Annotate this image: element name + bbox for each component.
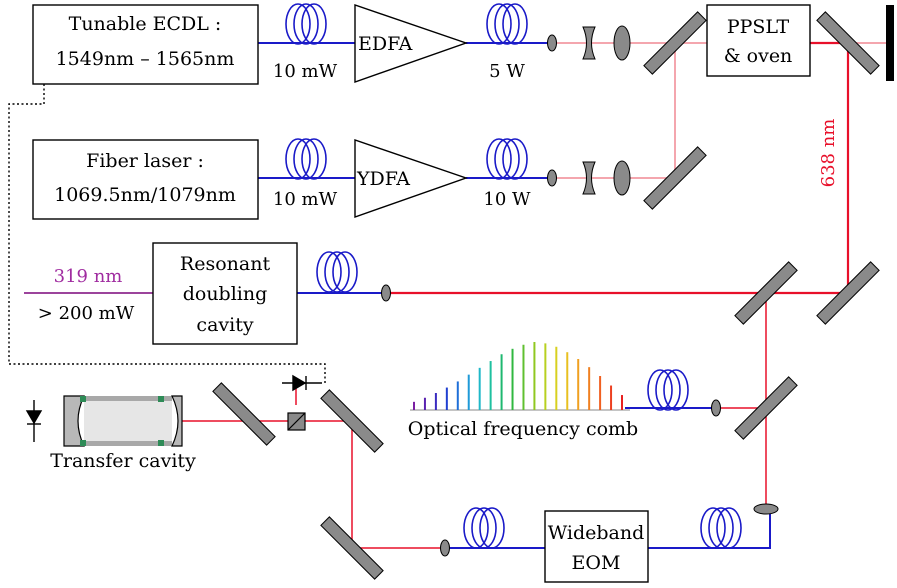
resonant-line3: cavity [196,314,253,336]
ydfa-amplifier: YDFA [354,139,469,218]
fiber-coil-icon [285,138,327,180]
collimator-icon [753,503,779,515]
fiber-laser-box: Fiber laser : 1069.5nm/1079nm [32,139,259,220]
beam-splitter-cube-icon [287,412,306,431]
ecdl-line1: Tunable ECDL : [69,13,222,35]
mirror-icon [320,516,384,580]
mirror-icon [734,261,798,325]
fiber-laser-line2: 1069.5nm/1079nm [54,184,236,206]
comb-spectrum [413,342,623,410]
fiber-laser-line1: Fiber laser : [86,150,204,172]
ydfa-output-power-label: 10 W [483,189,531,210]
collimator-icon [547,34,557,52]
collimator-icon [547,169,557,187]
transfer-cavity [63,395,183,447]
edfa-input-power-label: 10 mW [273,61,338,82]
ydfa-label: YDFA [356,168,410,190]
collimator-icon [711,399,721,417]
edfa-amplifier: EDFA [354,4,469,83]
collimators [381,34,779,557]
resonant-line2: doubling [183,283,268,305]
mirror-icon [212,382,276,446]
mirror-icon [320,389,384,453]
eom-line2: EOM [572,552,621,574]
uv-power-label: > 200 mW [38,303,135,324]
mirrors [212,11,880,580]
transfer-cavity-label: Transfer cavity [50,450,196,472]
photodiode-icon [282,374,322,392]
fiber-coil-icon [486,3,528,45]
eom-box: Wideband EOM [544,510,649,583]
mirror-icon [816,11,880,75]
collimator-icon [440,539,450,557]
edfa-output-power-label: 5 W [489,61,525,82]
concave-lens-icon [582,26,596,60]
cavity-mirror-icon [63,395,85,447]
collimator-icon [381,284,391,302]
fiber-coil-icon [700,507,742,549]
ppslt-line1: PPSLT [727,16,790,38]
convex-lens-icon [613,25,631,61]
eom-line1: Wideband [548,522,645,544]
ecdl-line2: 1549nm – 1565nm [56,48,235,70]
ppslt-line2: & oven [724,45,793,67]
mirror-icon [734,376,798,440]
resonant-line1: Resonant [180,253,271,275]
beam-block-icon [886,5,894,81]
resonant-cavity-box: Resonant doubling cavity [152,242,298,345]
uv-wavelength-label: 319 nm [54,266,123,287]
photodiode-icon [25,400,43,442]
edfa-label: EDFA [358,33,413,55]
fiber-lines [258,42,771,549]
mirror-icon [816,261,880,325]
fiber-coil-icon [463,507,505,549]
mirror-icon [643,11,707,75]
ecdl-box: Tunable ECDL : 1549nm – 1565nm [32,4,259,85]
fiber-coil-icon [285,3,327,45]
comb-label: Optical frequency comb [408,418,638,440]
feedback-line [8,84,326,383]
red-wavelength-label: 638 nm [818,119,839,188]
lenses [582,25,631,196]
mirror-icon [643,146,707,210]
ydfa-input-power-label: 10 mW [273,189,338,210]
concave-lens-icon [582,161,596,195]
cavity-mirror-icon [171,395,183,447]
fiber-coil-icon [647,369,689,411]
convex-lens-icon [613,160,631,196]
ppslt-box: PPSLT & oven [706,4,811,77]
fiber-coil-icon [486,138,528,180]
fiber-coil-icon [316,251,358,293]
